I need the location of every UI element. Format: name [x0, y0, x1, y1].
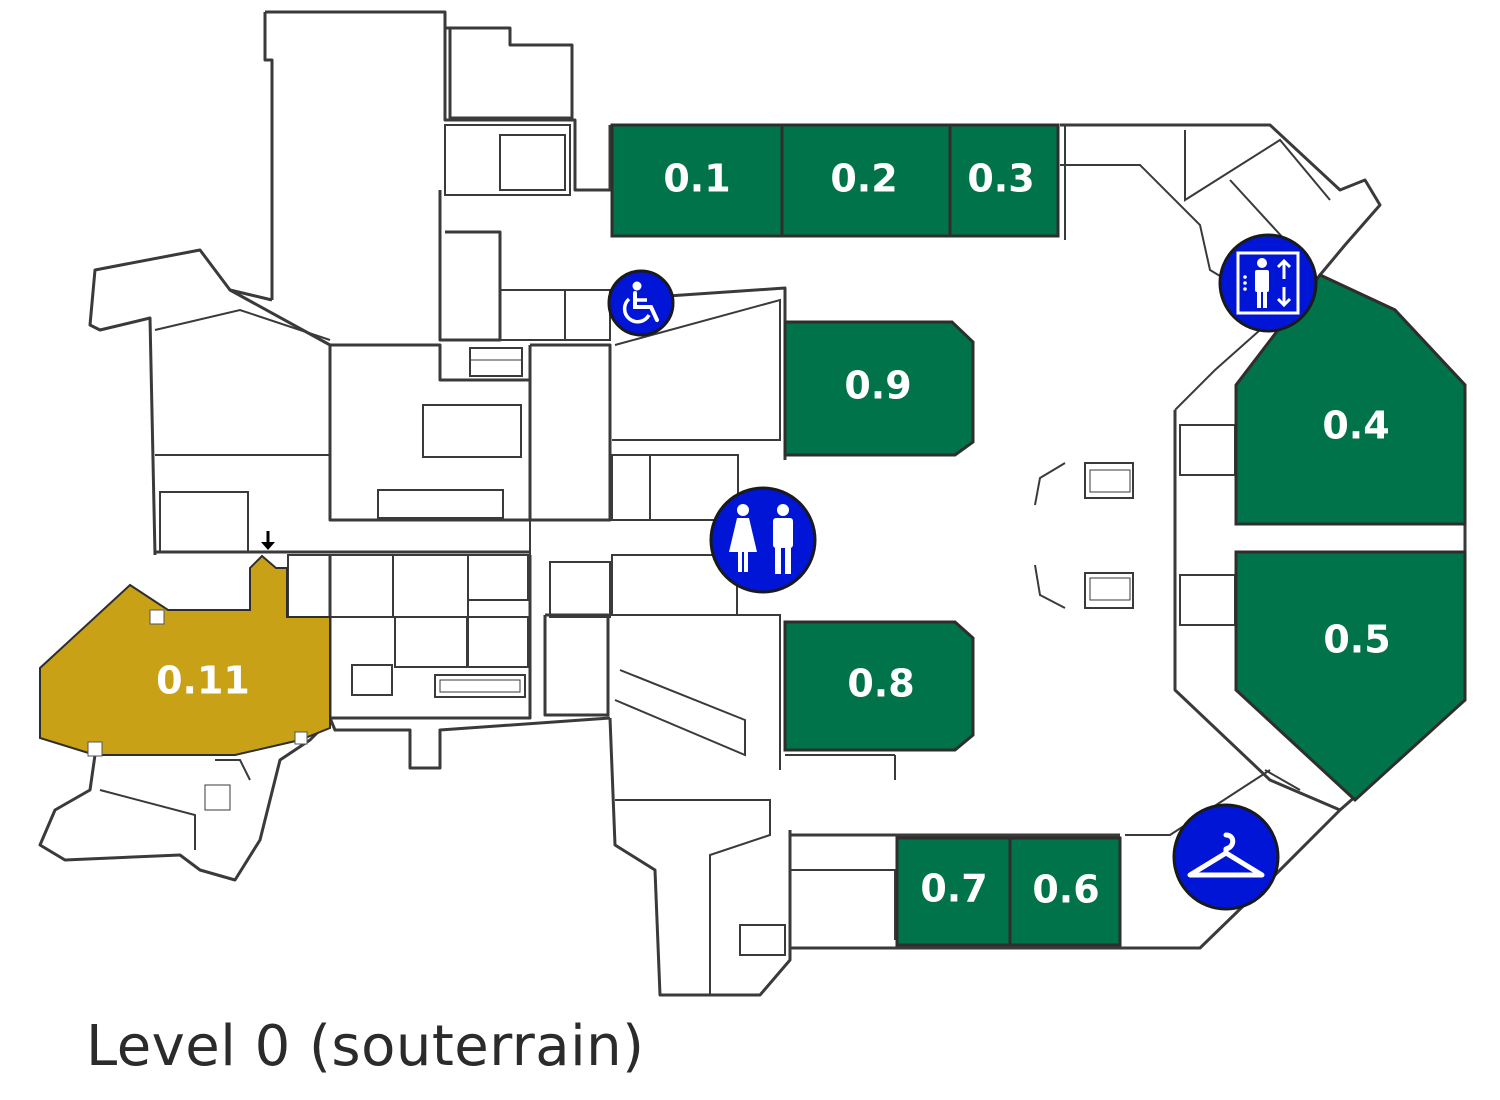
room-label-0-11: 0.11	[156, 659, 250, 703]
entrance-arrow-icon	[261, 531, 275, 550]
room-0-5[interactable]	[1234, 550, 1467, 803]
room-0-8[interactable]	[783, 620, 975, 752]
room-label-0-2: 0.2	[830, 157, 897, 201]
stair-hatching	[204, 347, 1131, 811]
cloakroom-icon[interactable]	[1172, 803, 1280, 911]
column-markers	[87, 609, 308, 757]
room-label-0-4: 0.4	[1322, 404, 1389, 448]
room-label-0-5: 0.5	[1323, 618, 1390, 662]
room-0-6[interactable]	[1008, 836, 1122, 947]
room-0-11[interactable]	[39, 554, 331, 756]
room-label-0-3: 0.3	[967, 157, 1034, 201]
room-labels: 0.1 0.2 0.3 0.4 0.5 0.6 0.7 0.8 0.9 0.11	[156, 157, 1391, 912]
wheelchair-icon[interactable]	[607, 269, 675, 337]
room-0-3[interactable]	[948, 123, 1060, 238]
room-0-9[interactable]	[783, 320, 975, 457]
room-label-0-7: 0.7	[920, 867, 987, 911]
toilets-icon[interactable]	[709, 486, 817, 594]
floor-caption: Level 0 (souterrain)	[86, 1014, 645, 1079]
rooms-layer	[39, 123, 1467, 947]
elevator-icon[interactable]	[1218, 233, 1318, 333]
room-label-0-8: 0.8	[847, 662, 914, 706]
room-label-0-9: 0.9	[844, 364, 911, 408]
room-label-0-1: 0.1	[663, 157, 730, 201]
room-0-4[interactable]	[1234, 273, 1467, 526]
room-label-0-6: 0.6	[1032, 868, 1099, 912]
